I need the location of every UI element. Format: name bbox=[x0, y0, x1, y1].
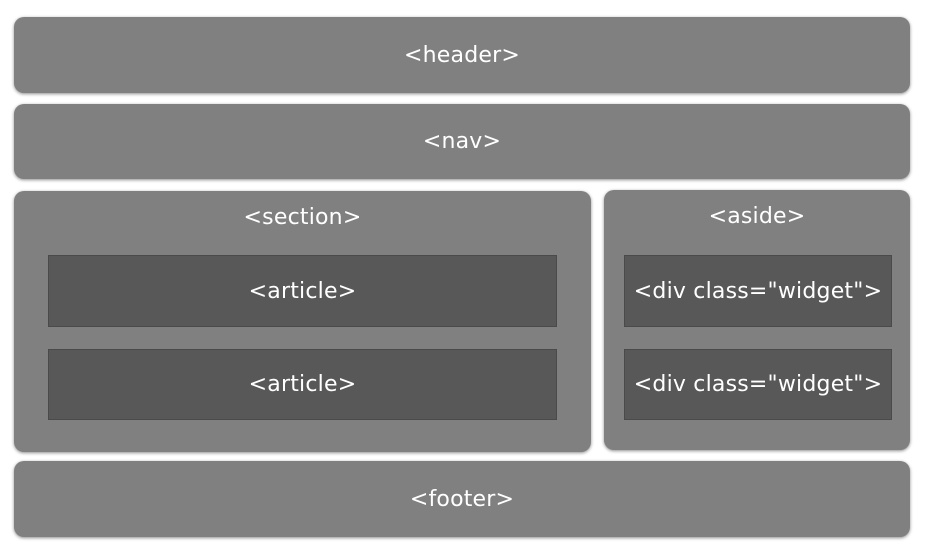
widget-label: <div class="widget"> bbox=[633, 278, 883, 304]
nav-label: <nav> bbox=[422, 129, 502, 154]
section-label: <section> bbox=[243, 205, 362, 230]
footer-label: <footer> bbox=[409, 486, 515, 512]
widget-label: <div class="widget"> bbox=[633, 372, 883, 397]
section-block: <section> <article> <article> bbox=[14, 191, 591, 452]
article-label: <article> bbox=[248, 372, 357, 397]
widget-block-1: <div class="widget"> bbox=[624, 255, 892, 327]
header-label: <header> bbox=[404, 42, 520, 68]
header-block: <header> bbox=[14, 17, 910, 93]
nav-block: <nav> bbox=[14, 104, 910, 179]
article-block-1: <article> bbox=[48, 255, 557, 327]
widget-block-2: <div class="widget"> bbox=[624, 349, 892, 420]
article-label: <article> bbox=[248, 278, 357, 304]
aside-label: <aside> bbox=[708, 204, 806, 229]
footer-block: <footer> bbox=[14, 461, 910, 537]
aside-block: <aside> <div class="widget"> <div class=… bbox=[604, 190, 910, 450]
article-block-2: <article> bbox=[48, 349, 557, 420]
